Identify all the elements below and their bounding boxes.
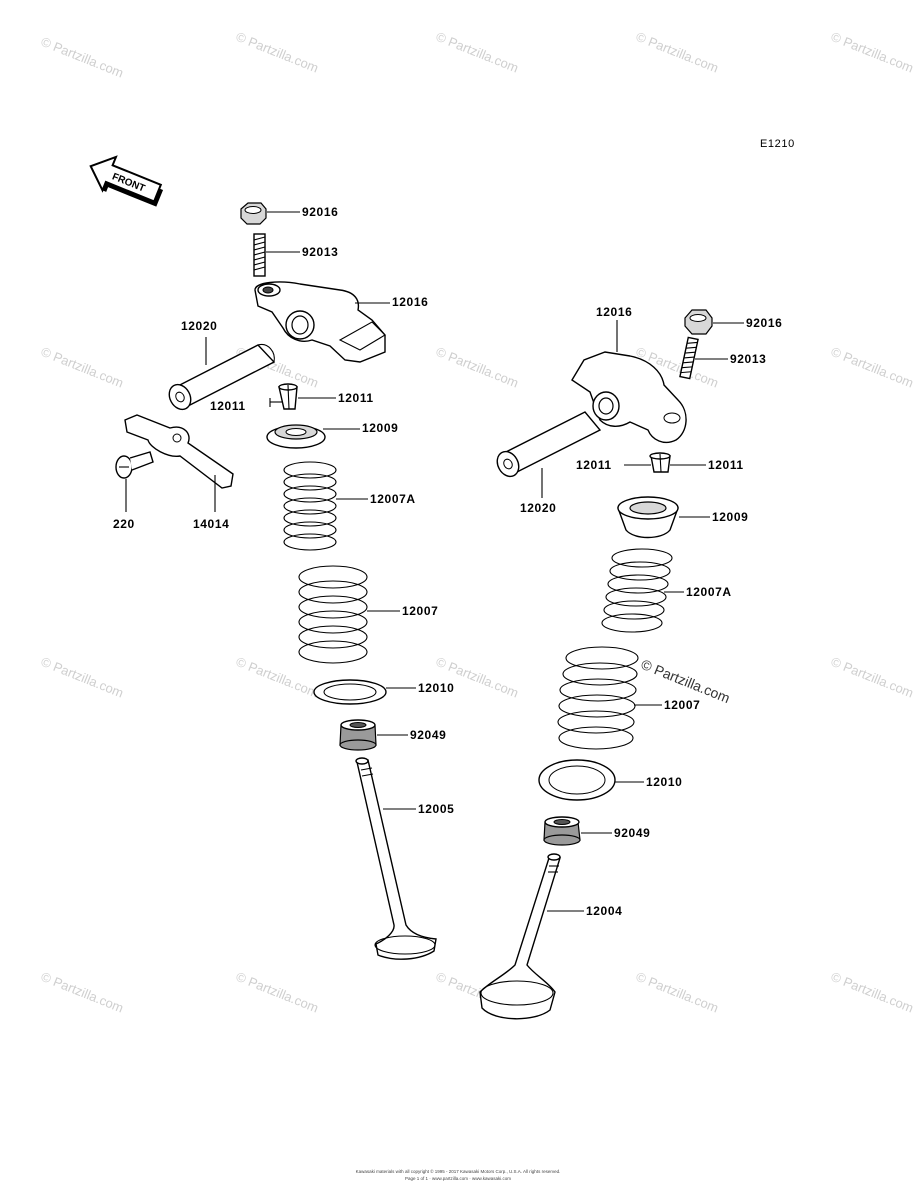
outer-spring-icon (557, 646, 639, 750)
part-label-inner-spring-right: 12007A (686, 585, 732, 599)
part-label-stem-seal-right: 92049 (614, 826, 650, 840)
part-label-nut-right: 92016 (746, 316, 782, 330)
part-label-cotter-left-right: 12011 (576, 458, 612, 472)
part-label-outer-spring-right: 12007 (664, 698, 700, 712)
watermark: © Partzilla.com (39, 344, 126, 391)
stud-icon (679, 336, 699, 380)
part-label-stem-seal: 92049 (410, 728, 446, 742)
footer-page: Page 1 of 1 · www.partzilla.com · www.ka… (405, 1176, 511, 1181)
watermark: © Partzilla.com (39, 654, 126, 701)
part-label-screw: 220 (113, 517, 135, 531)
part-label-retainer: 12009 (362, 421, 398, 435)
watermark: © Partzilla.com (39, 969, 126, 1016)
part-label-plate: 14014 (193, 517, 229, 531)
inner-spring-icon (601, 548, 673, 633)
stem-seal-icon (543, 816, 581, 846)
inner-spring-icon (283, 461, 337, 551)
spring-retainer-icon (266, 424, 326, 449)
watermark: © Partzilla.com (829, 969, 916, 1016)
intake-valve-icon (479, 853, 561, 1020)
spring-seat-icon (313, 679, 387, 705)
watermark-layer: © Partzilla.com © Partzilla.com © Partzi… (39, 29, 916, 1016)
part-label-stud-right: 92013 (730, 352, 766, 366)
spring-retainer-icon (617, 496, 679, 539)
rocker-arm-icon (571, 351, 687, 444)
part-label-cotter-right-right: 12011 (708, 458, 744, 472)
part-label-stud: 92013 (302, 245, 338, 259)
footer-copyright: Kawasaki materials with all copyright © … (356, 1168, 561, 1174)
part-label-inner-spring: 12007A (370, 492, 416, 506)
part-label-rocker-arm-right: 12016 (596, 305, 632, 319)
watermark: © Partzilla.com (634, 29, 721, 76)
part-label-nut: 92016 (302, 205, 338, 219)
nut-icon (240, 202, 267, 225)
outer-spring-icon (298, 565, 368, 664)
valve-cotter-icon (278, 383, 298, 410)
part-label-outer-spring: 12007 (402, 604, 438, 618)
watermark: © Partzilla.com (434, 29, 521, 76)
watermark: © Partzilla.com (434, 344, 521, 391)
part-label-rocker-shaft-right: 12020 (520, 501, 556, 515)
valve-cotter-icon (649, 452, 671, 473)
part-label-retainer-right: 12009 (712, 510, 748, 524)
spring-seat-icon (538, 759, 616, 801)
plate-icon (124, 414, 234, 489)
rocker-arm-icon (254, 281, 386, 363)
front-arrow-icon: FRONT (89, 155, 164, 207)
exhaust-valve-icon (355, 757, 437, 960)
watermark: © Partzilla.com (829, 29, 916, 76)
watermark: © Partzilla.com (39, 34, 126, 81)
watermark: © Partzilla.com (829, 654, 916, 701)
rocker-shaft-icon (496, 411, 602, 478)
stud-icon (253, 233, 266, 277)
part-label-cotter-left: 12011 (210, 399, 246, 413)
watermark: © Partzilla.com (234, 969, 321, 1016)
part-label-cotter-right: 12011 (338, 391, 374, 405)
watermark: © Partzilla.com (829, 344, 916, 391)
part-label-exhaust-valve: 12005 (418, 802, 454, 816)
nut-icon (684, 309, 713, 335)
watermark: © Partzilla.com (634, 969, 721, 1016)
part-label-rocker-arm: 12016 (392, 295, 428, 309)
diagram-code: E1210 (760, 138, 795, 150)
part-label-spring-seat: 12010 (418, 681, 454, 695)
watermark: © Partzilla.com (234, 29, 321, 76)
part-label-spring-seat-right: 12010 (646, 775, 682, 789)
rocker-shaft-icon (168, 343, 276, 411)
part-label-rocker-shaft: 12020 (181, 319, 217, 333)
screw-icon (115, 451, 154, 479)
part-label-intake-valve: 12004 (586, 904, 622, 918)
stem-seal-icon (339, 719, 377, 751)
watermark: © Partzilla.com (234, 654, 321, 701)
